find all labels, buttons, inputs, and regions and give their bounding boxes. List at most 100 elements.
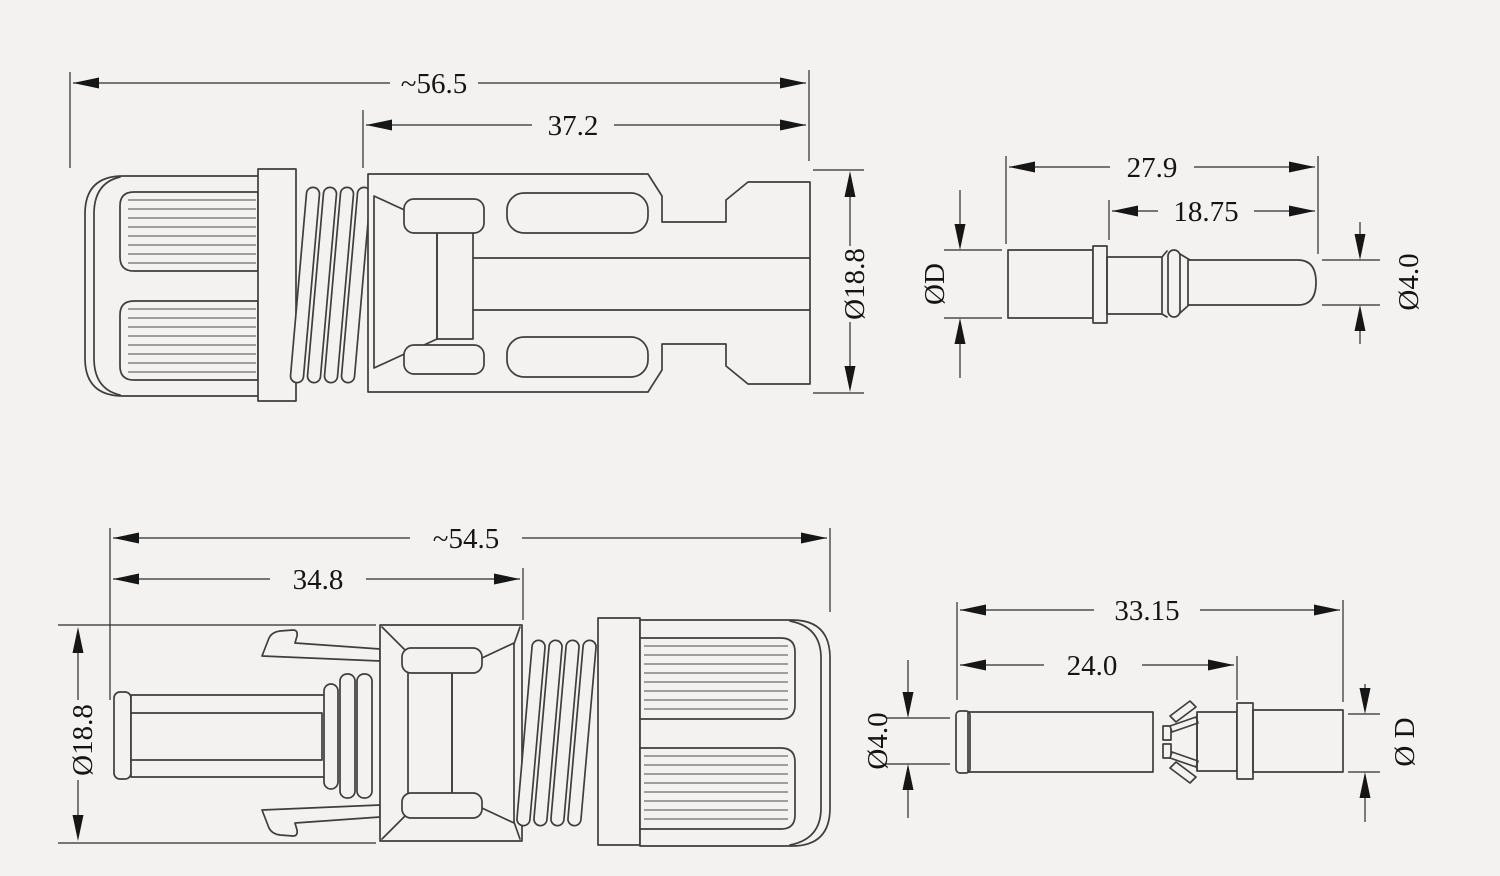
dim-pin-wire-barrel-diameter: ØD	[919, 190, 1002, 378]
arrowhead	[844, 171, 856, 197]
dim-female-body: 37.2	[362, 110, 806, 168]
dim-pin-wire-barrel-text: ØD	[919, 263, 951, 305]
female-connector-outline	[84, 168, 811, 402]
center-bore-lines	[472, 257, 811, 311]
dim-socket-wire-barrel-text: Ø D	[1389, 717, 1421, 766]
dim-pin-overall: 27.9	[1005, 152, 1319, 254]
body-corner-chamfers	[381, 626, 521, 840]
socket-tip	[955, 710, 971, 774]
dim-female-diameter-text: Ø18.8	[839, 248, 871, 320]
arrowhead	[113, 532, 139, 544]
pin-mid-barrel	[1106, 256, 1163, 315]
pin-terminal-outline	[1007, 245, 1317, 324]
gland-rib-block-bottom	[639, 747, 796, 830]
dim-pin-contact-text: 18.75	[1173, 196, 1238, 228]
arrowhead	[902, 764, 914, 790]
dim-socket-contact: 24.0	[960, 650, 1238, 700]
latch-window-bottom	[403, 344, 485, 375]
socket-mid-section	[1196, 711, 1238, 772]
gland-rib-block-top	[119, 191, 259, 272]
arrowhead	[1354, 234, 1366, 260]
arrowhead	[72, 815, 84, 841]
dim-male-overall: ~54.5	[109, 523, 831, 700]
view-female-connector: ~56.5 37.2 Ø18.8	[69, 68, 871, 402]
gland-ribs-bottom	[644, 755, 788, 820]
dim-socket-overall-text: 33.15	[1114, 595, 1179, 627]
arrowhead	[494, 573, 520, 585]
arrowhead	[960, 604, 986, 616]
crown-spring-fins	[1162, 700, 1199, 784]
view-socket-terminal: 33.15 24.0 Ø4.0 Ø D	[862, 595, 1421, 822]
body-slot-top	[506, 192, 649, 234]
latch-window-bottom	[401, 792, 483, 819]
snap-lock-tab-top	[261, 629, 381, 662]
snout-tube	[130, 694, 326, 778]
socket-collar	[1236, 702, 1254, 780]
arrowhead	[1314, 604, 1340, 616]
arrowhead	[1354, 305, 1366, 331]
gland-ribs-bottom	[128, 308, 256, 373]
arrowhead	[844, 366, 856, 392]
dim-male-diameter: Ø18.8	[58, 624, 376, 844]
dim-socket-overall: 33.15	[956, 595, 1344, 702]
body-slot-bottom	[506, 336, 649, 378]
pin-wire-barrel	[1007, 249, 1094, 319]
gland-cap-inner-edge	[789, 620, 822, 846]
arrowhead	[1359, 688, 1371, 714]
arrowhead	[73, 77, 99, 89]
dim-pin-contact-diameter: Ø4.0	[1322, 222, 1425, 344]
latch-window-top	[401, 647, 483, 674]
gland-rib-block-top	[639, 637, 796, 720]
dim-female-overall-text: ~56.5	[401, 68, 467, 100]
dim-pin-contact: 18.75	[1108, 196, 1315, 240]
arrowhead	[72, 627, 84, 653]
socket-contact-tube	[967, 711, 1154, 773]
arrowhead	[1289, 205, 1315, 217]
dim-socket-contact-text: 24.0	[1067, 650, 1118, 682]
socket-terminal-outline	[955, 700, 1344, 784]
dim-socket-contact-diameter: Ø4.0	[862, 660, 950, 818]
dim-male-diameter-text: Ø18.8	[67, 704, 99, 776]
gland-flange	[257, 168, 297, 402]
gland-flange	[597, 617, 641, 846]
snout-bore	[130, 712, 323, 761]
dim-socket-wire-barrel-diameter: Ø D	[1348, 684, 1421, 822]
view-male-connector: ~54.5 34.8 Ø18.8	[58, 523, 831, 847]
thread-section	[516, 639, 597, 827]
arrowhead	[1289, 161, 1315, 173]
gland-ribs-top	[644, 645, 788, 710]
snap-lock-tab-bottom	[261, 804, 381, 837]
gland-cap-inner-edge	[93, 176, 121, 396]
arrowhead	[1009, 161, 1035, 173]
arrowhead	[960, 659, 986, 671]
o-ring-seals	[323, 673, 373, 799]
dim-female-overall: ~56.5	[69, 68, 810, 168]
pin-flare-lines	[1161, 250, 1168, 318]
dim-male-overall-text: ~54.5	[433, 523, 499, 555]
dim-pin-contact-diameter-text: Ø4.0	[1393, 253, 1425, 310]
gland-ribs-top	[128, 199, 256, 264]
internal-cone	[451, 642, 515, 824]
view-pin-terminal: 27.9 18.75 ØD Ø4.0	[919, 152, 1425, 378]
dim-male-body: 34.8	[113, 564, 524, 620]
arrowhead	[113, 573, 139, 585]
socket-wire-barrel	[1252, 709, 1344, 773]
arrowhead	[954, 224, 966, 250]
dim-socket-contact-diameter-text: Ø4.0	[862, 712, 894, 769]
arrowhead	[1112, 205, 1138, 217]
pin-contact	[1187, 259, 1317, 306]
latch-window-top	[403, 198, 485, 234]
dim-male-body-text: 34.8	[293, 564, 344, 596]
arrowhead	[1359, 772, 1371, 798]
dim-female-diameter: Ø18.8	[813, 169, 871, 394]
pin-collar	[1092, 245, 1108, 324]
arrowhead	[780, 77, 806, 89]
arrowhead	[780, 119, 806, 131]
male-connector-outline	[113, 617, 831, 847]
snout-tip	[113, 691, 132, 780]
arrowhead	[801, 532, 827, 544]
gland-rib-block-bottom	[119, 300, 259, 381]
dim-female-body-text: 37.2	[548, 110, 599, 142]
